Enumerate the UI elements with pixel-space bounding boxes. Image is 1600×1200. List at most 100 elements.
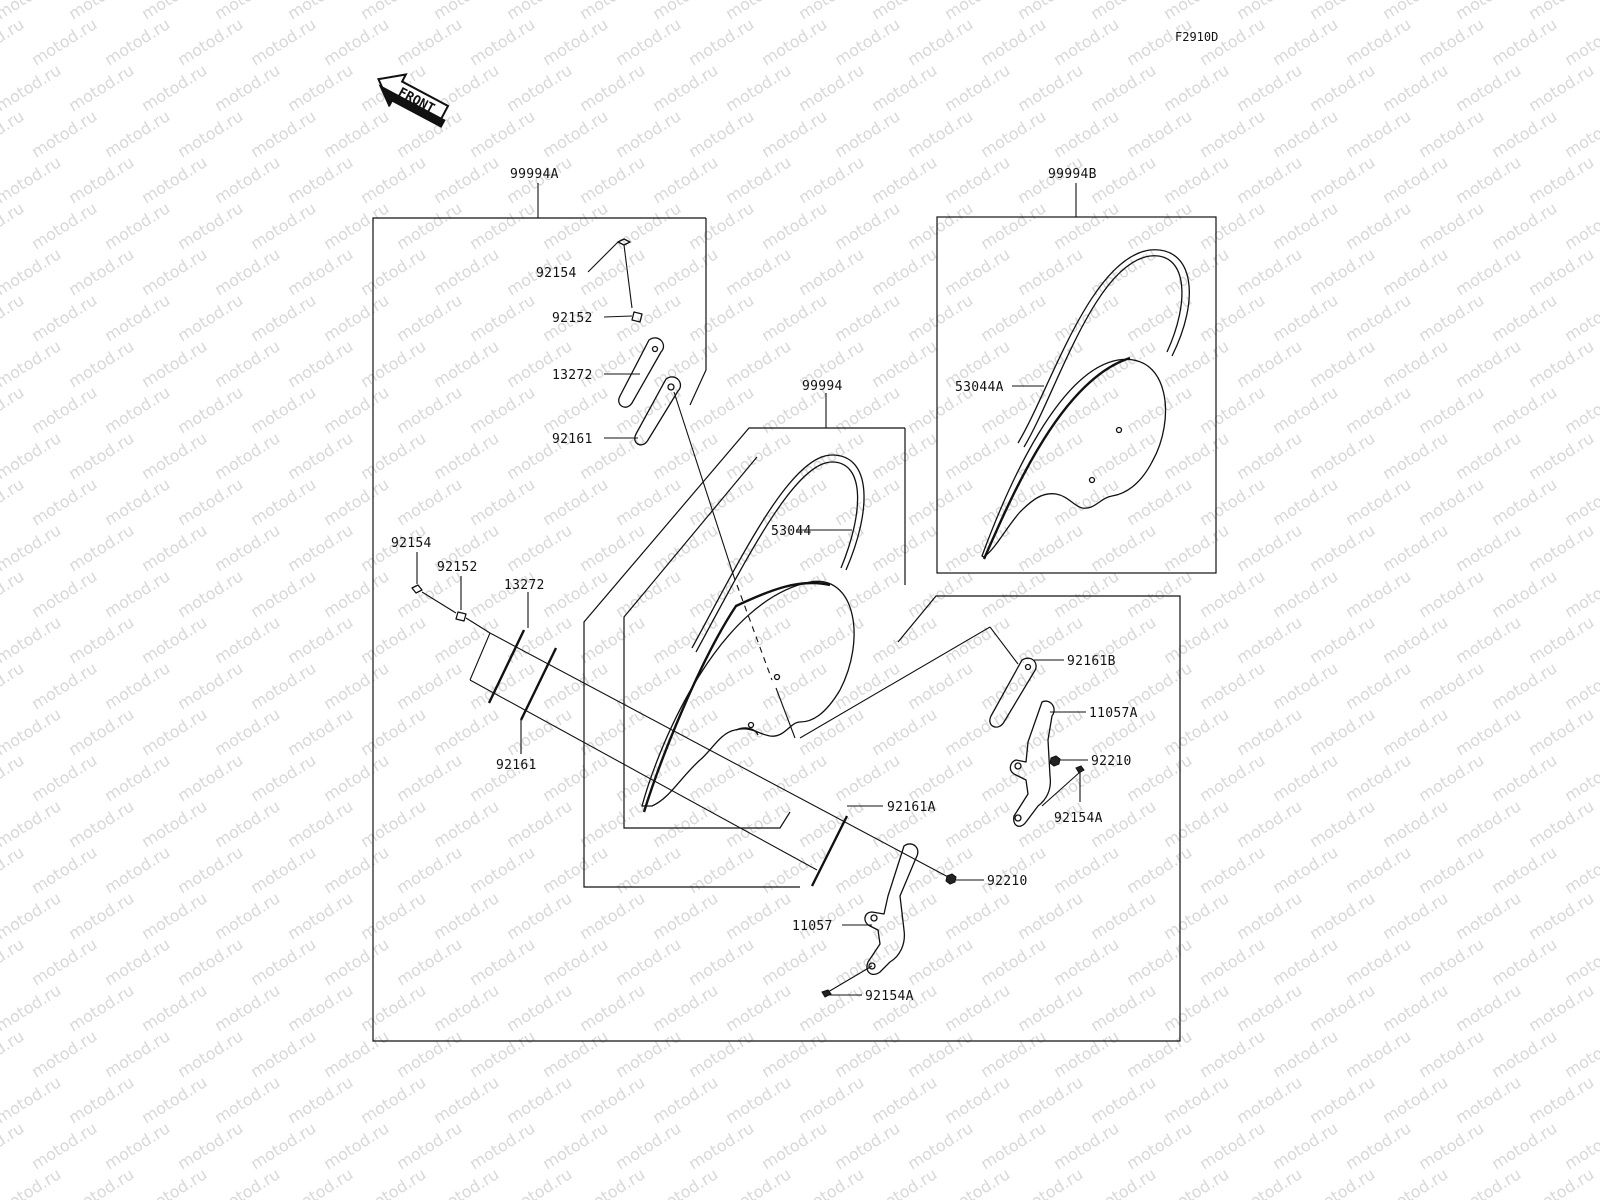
- watermark-text: motod.ru: [101, 198, 173, 253]
- watermark-text: motod.ru: [430, 244, 502, 299]
- watermark-text: motod.ru: [65, 612, 137, 667]
- watermark-text: motod.ru: [1525, 60, 1597, 115]
- watermark-text: motod.ru: [320, 382, 392, 437]
- watermark-text: motod.ru: [0, 290, 27, 345]
- watermark-text: motod.ru: [941, 0, 1013, 23]
- watermark-text: motod.ru: [649, 704, 721, 759]
- watermark-text: motod.ru: [1160, 152, 1232, 207]
- watermark-text: motod.ru: [539, 1118, 611, 1173]
- watermark-text: motod.ru: [1123, 842, 1195, 897]
- watermark-text: motod.ru: [466, 382, 538, 437]
- watermark-text: motod.ru: [466, 198, 538, 253]
- watermark-text: motod.ru: [1233, 1164, 1305, 1200]
- watermark-text: motod.ru: [758, 658, 830, 713]
- watermark-text: motod.ru: [977, 198, 1049, 253]
- watermark-text: motod.ru: [174, 842, 246, 897]
- watermark-text: motod.ru: [1233, 1072, 1305, 1127]
- label-kit-main: 99994: [802, 379, 843, 394]
- watermark-text: motod.ru: [941, 980, 1013, 1035]
- watermark-text: motod.ru: [211, 152, 283, 207]
- watermark-text: motod.ru: [211, 1072, 283, 1127]
- watermark-text: motod.ru: [1050, 382, 1122, 437]
- watermark-text: motod.ru: [904, 474, 976, 529]
- watermark-text: motod.ru: [1014, 0, 1086, 23]
- watermark-text: motod.ru: [1123, 1118, 1195, 1173]
- watermark-text: motod.ru: [101, 382, 173, 437]
- watermark-text: motod.ru: [758, 14, 830, 69]
- watermark-text: motod.ru: [868, 612, 940, 667]
- watermark-text: motod.ru: [576, 888, 648, 943]
- watermark-text: motod.ru: [1415, 290, 1487, 345]
- watermark-text: motod.ru: [831, 14, 903, 69]
- watermark-text: motod.ru: [1306, 0, 1378, 23]
- watermark-text: motod.ru: [1014, 1072, 1086, 1127]
- watermark-text: motod.ru: [466, 14, 538, 69]
- watermark-text: motod.ru: [0, 428, 64, 483]
- watermark-text: motod.ru: [0, 336, 64, 391]
- watermark-text: motod.ru: [503, 1072, 575, 1127]
- watermark-text: motod.ru: [831, 750, 903, 805]
- watermark-text: motod.ru: [357, 704, 429, 759]
- figure-code: F2910D: [1175, 30, 1218, 44]
- watermark-text: motod.ru: [1014, 888, 1086, 943]
- watermark-text: motod.ru: [28, 842, 100, 897]
- watermark-text: motod.ru: [247, 934, 319, 989]
- watermark-text: motod.ru: [430, 1072, 502, 1127]
- watermark-text: motod.ru: [722, 60, 794, 115]
- watermark-text: motod.ru: [101, 14, 173, 69]
- watermark-text: motod.ru: [649, 152, 721, 207]
- label-nut-bottom: 92210: [987, 874, 1028, 889]
- watermark-text: motod.ru: [685, 290, 757, 345]
- watermark-text: motod.ru: [466, 290, 538, 345]
- watermark-text: motod.ru: [1561, 750, 1600, 805]
- watermark-text: motod.ru: [357, 888, 429, 943]
- watermark-text: motod.ru: [1123, 1026, 1195, 1081]
- watermark-text: motod.ru: [430, 428, 502, 483]
- watermark-text: motod.ru: [941, 1072, 1013, 1127]
- left-screw-icon: [411, 584, 423, 594]
- watermark-text: motod.ru: [284, 60, 356, 115]
- watermark-text: motod.ru: [539, 474, 611, 529]
- watermark-text: motod.ru: [320, 934, 392, 989]
- watermark-text: motod.ru: [868, 152, 940, 207]
- watermark-text: motod.ru: [1196, 290, 1268, 345]
- watermark-text: motod.ru: [1196, 382, 1268, 437]
- watermark-text: motod.ru: [1014, 520, 1086, 575]
- watermark-text: motod.ru: [685, 750, 757, 805]
- watermark-text: motod.ru: [28, 474, 100, 529]
- watermark-text: motod.ru: [1342, 658, 1414, 713]
- watermark-text: motod.ru: [211, 796, 283, 851]
- watermark-text: motod.ru: [1014, 428, 1086, 483]
- watermark-text: motod.ru: [1160, 1164, 1232, 1200]
- watermark-text: motod.ru: [1087, 888, 1159, 943]
- watermark-text: motod.ru: [393, 474, 465, 529]
- watermark-text: motod.ru: [211, 428, 283, 483]
- watermark-text: motod.ru: [1452, 1072, 1524, 1127]
- watermark-text: motod.ru: [1050, 198, 1122, 253]
- watermark-text: motod.ru: [1342, 474, 1414, 529]
- watermark-text: motod.ru: [393, 750, 465, 805]
- watermark-text: motod.ru: [1561, 842, 1600, 897]
- watermark-text: motod.ru: [284, 704, 356, 759]
- watermark-text: motod.ru: [795, 244, 867, 299]
- watermark-text: motod.ru: [1196, 750, 1268, 805]
- watermark-text: motod.ru: [1452, 980, 1524, 1035]
- windshield-trim-main: [691, 454, 865, 653]
- watermark-text: motod.ru: [1415, 106, 1487, 161]
- watermark-text: motod.ru: [1087, 980, 1159, 1035]
- watermark-text: motod.ru: [1452, 520, 1524, 575]
- watermark-text: motod.ru: [977, 566, 1049, 621]
- watermark-text: motod.ru: [977, 290, 1049, 345]
- watermark-text: motod.ru: [612, 290, 684, 345]
- label-trim-b: 53044A: [955, 380, 1004, 395]
- watermark-text: motod.ru: [758, 1118, 830, 1173]
- watermark-text: motod.ru: [284, 244, 356, 299]
- watermark-text: motod.ru: [0, 1164, 64, 1200]
- watermark-text: motod.ru: [1160, 520, 1232, 575]
- watermark-text: motod.ru: [0, 14, 27, 69]
- watermark-text: motod.ru: [1488, 1118, 1560, 1173]
- watermark-text: motod.ru: [722, 428, 794, 483]
- watermark-text: motod.ru: [722, 1164, 794, 1200]
- watermark-text: motod.ru: [65, 336, 137, 391]
- watermark-text: motod.ru: [1269, 474, 1341, 529]
